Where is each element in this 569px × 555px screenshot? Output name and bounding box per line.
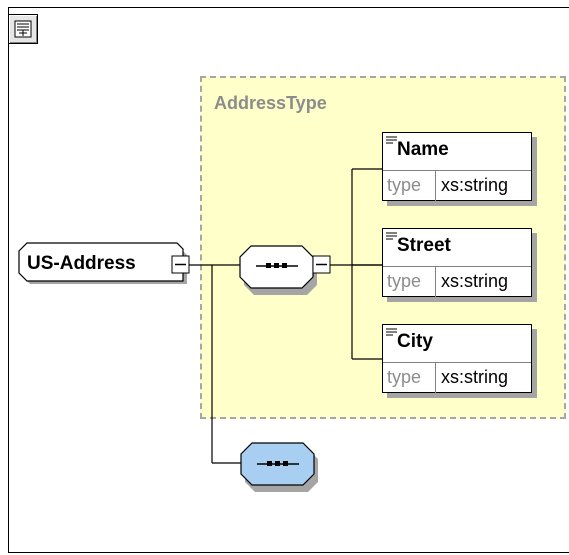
- root-collapse-toggle[interactable]: [171, 255, 190, 274]
- root-element-label: US-Address: [27, 253, 136, 274]
- element-name-label: Name: [397, 139, 449, 160]
- child-element-street[interactable]: Street type xs:string: [382, 228, 532, 297]
- diagram-view-icon: [14, 20, 32, 38]
- root-element-node[interactable]: [18, 242, 184, 282]
- element-lines-icon: [386, 136, 397, 144]
- type-value: xs:string: [441, 367, 509, 387]
- element-type-row: type xs:string: [383, 266, 531, 297]
- complex-type-title: AddressType: [214, 93, 327, 113]
- type-value: xs:string: [441, 271, 509, 291]
- element-name-label: Street: [397, 235, 451, 256]
- sequence-icon: [256, 263, 298, 268]
- element-lines-icon: [386, 328, 397, 336]
- type-value: xs:string: [441, 175, 509, 195]
- child-element-name[interactable]: Name type xs:string: [382, 132, 532, 201]
- type-label: type: [387, 175, 422, 195]
- child-element-city[interactable]: City type xs:string: [382, 324, 532, 393]
- sequence-collapse-toggle[interactable]: [312, 255, 331, 274]
- diagram-frame: [8, 7, 569, 553]
- type-divider: [435, 363, 436, 393]
- type-label: type: [387, 367, 422, 387]
- diagram-view-button[interactable]: [8, 14, 38, 44]
- element-lines-icon: [386, 232, 397, 240]
- element-type-row: type xs:string: [383, 170, 531, 201]
- type-divider: [435, 267, 436, 297]
- element-type-row: type xs:string: [383, 362, 531, 393]
- type-label: type: [387, 271, 422, 291]
- element-name-label: City: [397, 331, 433, 352]
- sequence-icon: [257, 461, 299, 466]
- connector-lines: [189, 168, 382, 464]
- type-divider: [435, 171, 436, 201]
